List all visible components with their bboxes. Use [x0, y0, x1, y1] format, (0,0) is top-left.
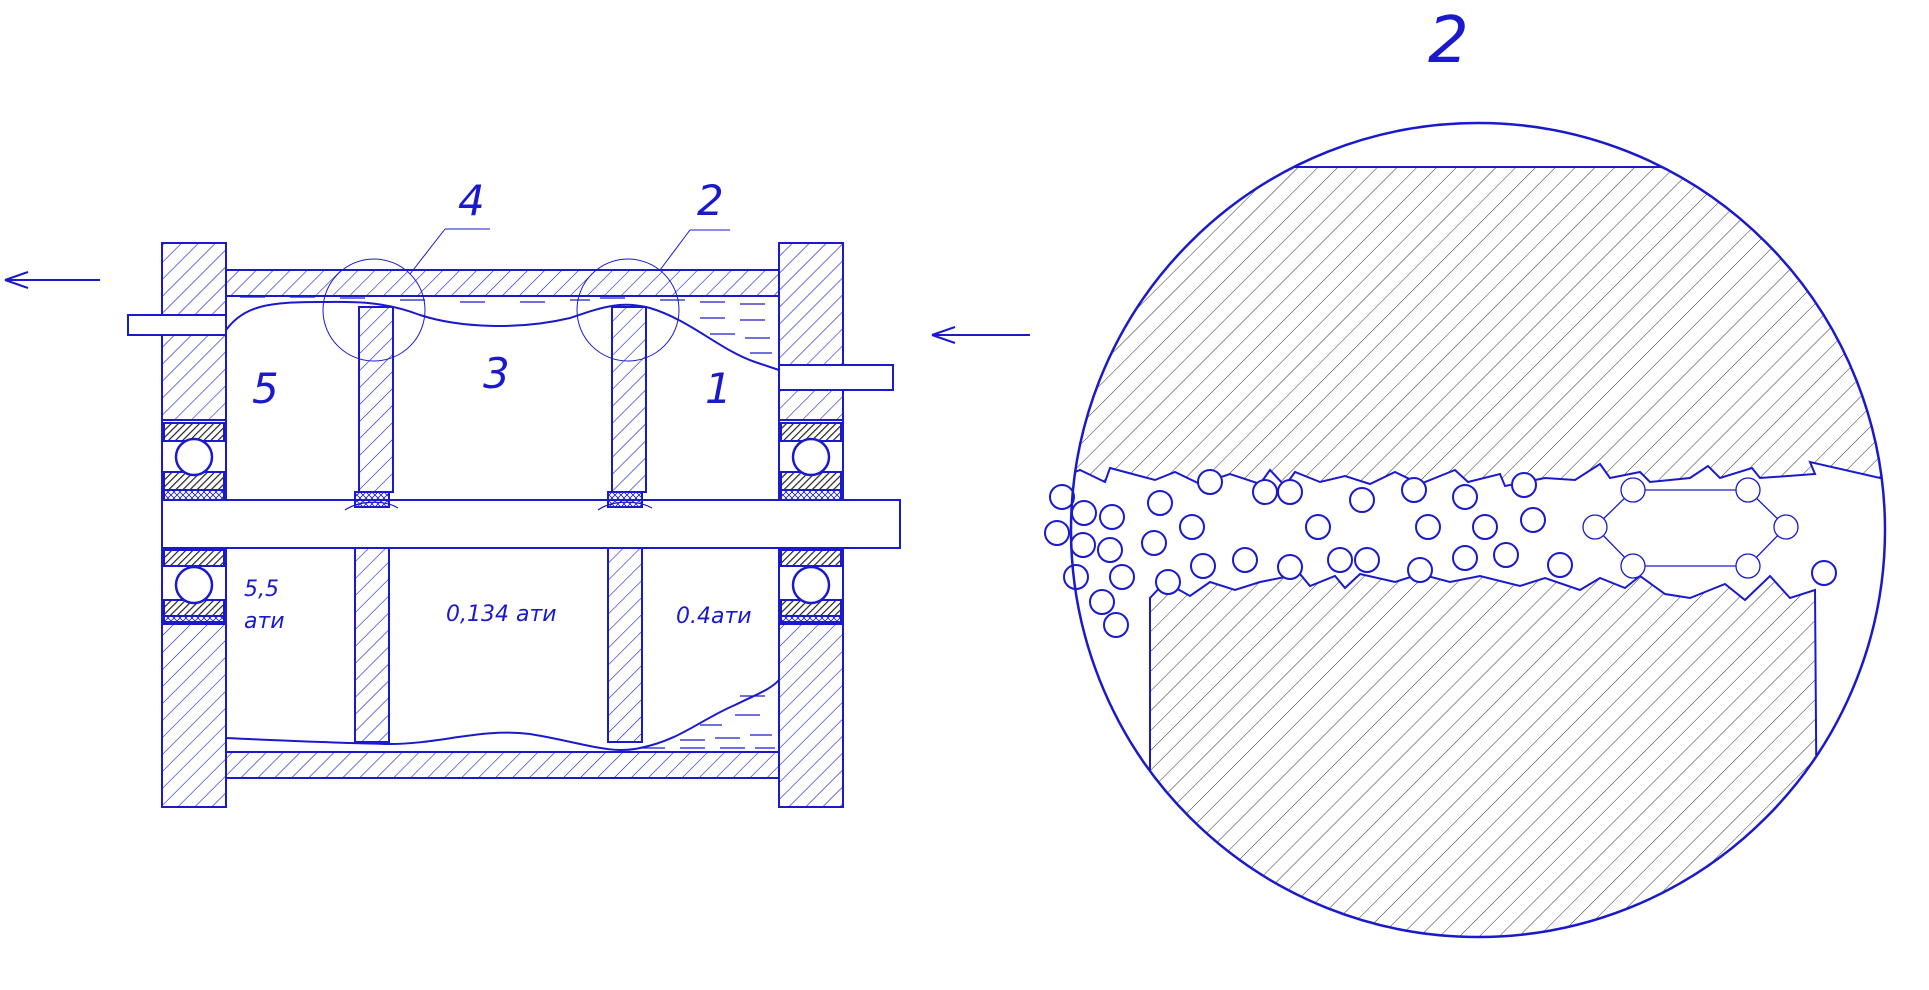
main-shaft	[161, 499, 901, 549]
callout-circle-4	[322, 228, 490, 362]
arrow-left-icon	[931, 326, 1030, 344]
impeller-disc-right	[597, 306, 653, 743]
detail-view	[1044, 121, 1887, 939]
bearing-right-top	[778, 419, 844, 501]
callout-circle-2	[576, 229, 730, 362]
callout-label-2: 2	[697, 176, 724, 225]
callout-label-4: 4	[458, 176, 485, 225]
detail-circle	[1069, 121, 1887, 939]
particles	[1044, 469, 1837, 638]
zone-label-1: 1	[705, 364, 732, 413]
arrow-left-icon	[4, 271, 100, 289]
housing-top-wall	[225, 269, 780, 297]
upper-rough-surface	[1071, 166, 1885, 488]
housing-bottom-wall	[225, 751, 780, 779]
outlet-pipe	[127, 314, 227, 336]
particle-hexagon	[1582, 477, 1799, 579]
pressure-left-value: 5,5	[244, 577, 279, 602]
pressure-left-unit: ати	[244, 609, 285, 634]
zone-label-3: 3	[483, 349, 510, 398]
pressure-middle: 0,134 ати	[446, 602, 557, 627]
bearing-left-bottom	[161, 547, 227, 625]
bearing-right-bottom	[778, 547, 844, 625]
inlet-pipe	[778, 364, 894, 391]
lower-rough-surface	[1149, 572, 1820, 937]
liquid-dashes	[240, 296, 775, 749]
detail-title: 2	[1428, 4, 1469, 78]
impeller-disc-left	[344, 306, 399, 743]
upper-liquid-surface	[225, 300, 780, 371]
pump-assembly	[4, 228, 1030, 808]
bearing-left-top	[161, 419, 227, 501]
pressure-right: 0.4ати	[676, 604, 752, 629]
lower-liquid-surface	[225, 679, 780, 751]
zone-label-5: 5	[252, 364, 279, 413]
